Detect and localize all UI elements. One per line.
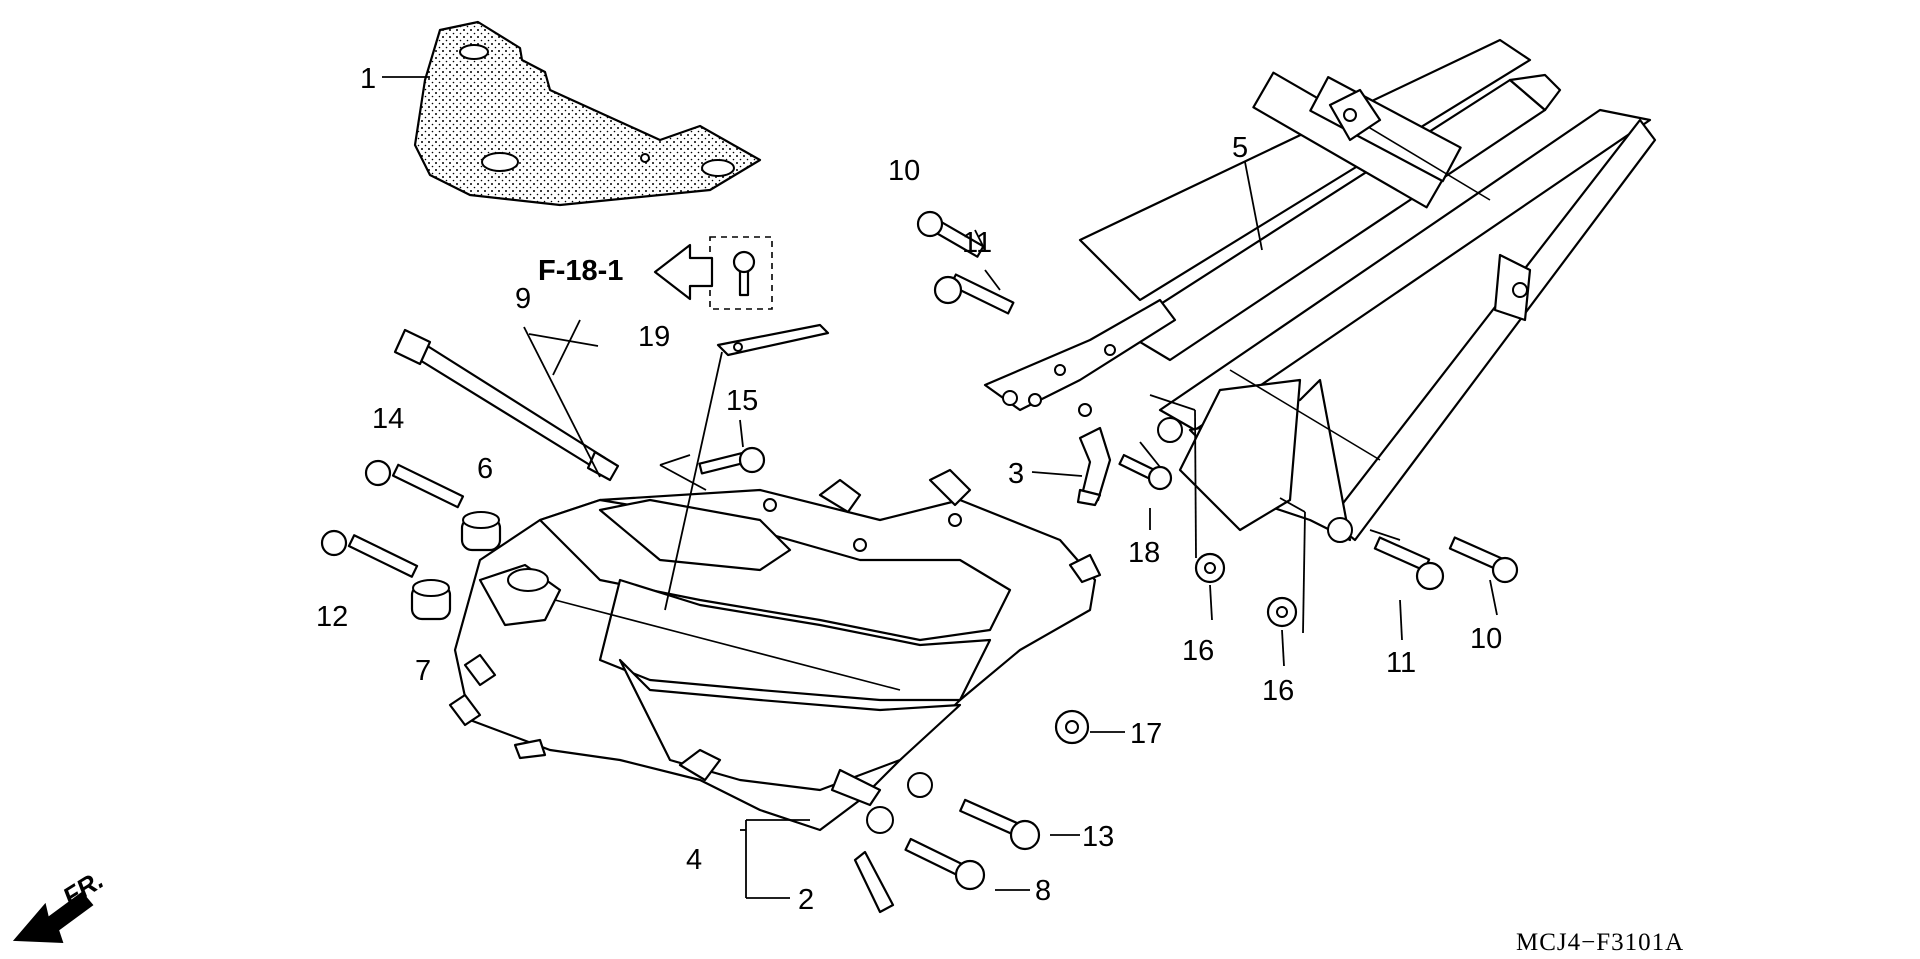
part-19-bolt	[709, 236, 773, 310]
callout-10-lower: 10	[1470, 623, 1502, 655]
callout-19: 19	[638, 321, 670, 353]
front-direction-arrow	[12, 891, 94, 944]
callout-11-upper: 11	[962, 227, 992, 259]
reference-label: F-18-1	[538, 255, 623, 287]
callout-18: 18	[1128, 537, 1160, 569]
part-3-clamp	[1076, 426, 1112, 507]
leader-lines	[382, 76, 1498, 899]
callout-15: 15	[726, 385, 758, 417]
part-6-collar	[460, 511, 502, 552]
callout-12: 12	[316, 601, 348, 633]
callout-16-right: 16	[1262, 675, 1294, 707]
reference-arrow	[653, 243, 714, 301]
part-17-nut	[1054, 709, 1090, 745]
callout-8: 8	[1035, 875, 1051, 907]
callout-9: 9	[515, 283, 531, 315]
callout-2: 2	[798, 884, 814, 916]
part-12-bolt	[320, 529, 419, 578]
part-9-pivot-shaft	[393, 328, 620, 482]
part-7-collar	[410, 579, 452, 621]
part-16-nut-left	[1194, 552, 1226, 584]
callouts: 1 2 3 4 5 6 7 8 9 10 10 11 11 12 13 14 1…	[316, 63, 1502, 916]
part-5-rear-subframe	[983, 38, 1657, 543]
callout-6: 6	[477, 453, 493, 485]
part-10-bolt-upper	[916, 210, 985, 258]
callout-14: 14	[372, 403, 404, 435]
part-19-bracket	[716, 323, 830, 357]
part-13-bolt	[959, 798, 1041, 851]
part-2-plate	[853, 850, 895, 914]
part-15-bolt	[698, 446, 766, 475]
part-14-bolt	[364, 459, 465, 509]
part-16-nut-right	[1266, 596, 1298, 628]
callout-5: 5	[1232, 132, 1248, 164]
callout-1: 1	[360, 63, 376, 95]
callout-10-upper: 10	[888, 155, 920, 187]
part-18-bolt	[1118, 453, 1173, 491]
part-4-main-frame	[448, 468, 1102, 834]
part-1-shield-plate	[413, 20, 762, 207]
part-8-bolt	[904, 837, 986, 891]
part-11-bolt-upper	[933, 273, 1015, 315]
callout-4: 4	[686, 844, 702, 876]
callout-11-lower: 11	[1386, 647, 1416, 679]
callout-7: 7	[415, 655, 431, 687]
drawing-code: MCJ4−F3101A	[1516, 929, 1684, 956]
part-10-bolt-lower	[1448, 536, 1519, 584]
part-11-bolt-lower	[1373, 536, 1445, 591]
callout-17: 17	[1130, 718, 1162, 750]
callout-13: 13	[1082, 821, 1114, 853]
callout-16-left: 16	[1182, 635, 1214, 667]
callout-3: 3	[1008, 458, 1024, 490]
